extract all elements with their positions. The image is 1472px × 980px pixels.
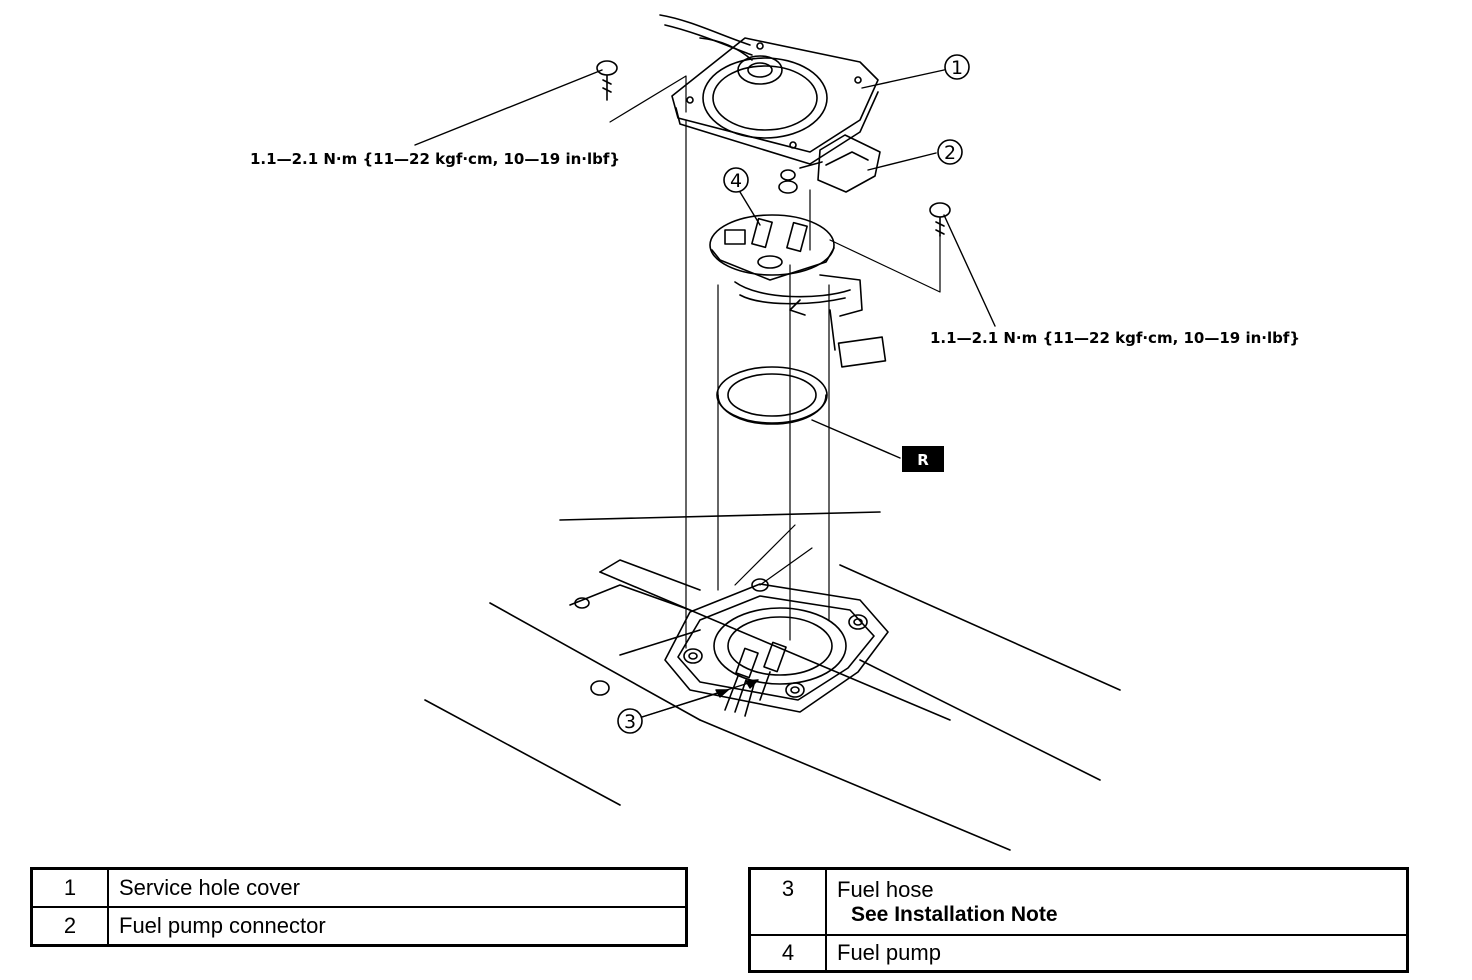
service-hole-flange — [574, 578, 889, 717]
tank-floor-lines — [424, 511, 1121, 851]
replace-badge — [902, 446, 944, 472]
legend-row: 1 Service hole cover — [30, 867, 688, 908]
replace-badge-label: R — [917, 451, 929, 469]
leader-lines — [414, 69, 996, 718]
legend-table-right: 3 Fuel hose See Installation Note 4 Fuel… — [748, 867, 1409, 973]
legend-number: 4 — [748, 934, 827, 973]
callout-2-number: 2 — [944, 142, 956, 164]
fuel-pump-connector — [778, 134, 881, 194]
callout-2-circle — [937, 139, 963, 165]
legend-label: Service hole cover — [107, 867, 688, 908]
assembly-guide-lines — [609, 75, 941, 649]
legend-row: 4 Fuel pump — [748, 934, 1409, 973]
installation-note-link[interactable]: See Installation Note — [851, 903, 1058, 926]
legend-number: 2 — [30, 906, 109, 947]
callout-3-number: 3 — [624, 711, 636, 733]
callout-4-number: 4 — [730, 170, 742, 192]
torque-spec-left: 1.1—2.1 N·m {11—22 kgf·cm, 10—19 in·lbf} — [250, 150, 620, 168]
callout-4-circle — [723, 167, 749, 193]
bolt-right — [929, 202, 951, 237]
legend-label: Fuel pump connector — [107, 906, 688, 947]
legend-row: 2 Fuel pump connector — [30, 906, 688, 947]
legend-table-left: 1 Service hole cover 2 Fuel pump connect… — [30, 867, 688, 947]
callout-3-circle — [617, 708, 643, 734]
legend-label: Fuel hose — [837, 877, 934, 902]
legend-number: 1 — [30, 867, 109, 908]
callout-1-circle — [944, 54, 970, 80]
o-ring-gasket — [716, 366, 828, 425]
service-hole-cover — [659, 14, 879, 165]
callout-1-number: 1 — [951, 57, 963, 79]
torque-spec-right: 1.1—2.1 N·m {11—22 kgf·cm, 10—19 in·lbf} — [930, 329, 1300, 347]
legend-label: Fuel pump — [825, 934, 1409, 973]
legend-row: 3 Fuel hose See Installation Note — [748, 867, 1409, 936]
legend-number: 3 — [748, 867, 827, 936]
fuel-pump — [709, 214, 887, 368]
fuel-pump-exploded-diagram: 1 2 3 4 1.1—2.1 N·m {11—22 kgf·cm, 10—19… — [250, 14, 1300, 851]
legend-cell: Fuel hose See Installation Note — [825, 867, 1409, 936]
bolt-left — [596, 60, 618, 101]
